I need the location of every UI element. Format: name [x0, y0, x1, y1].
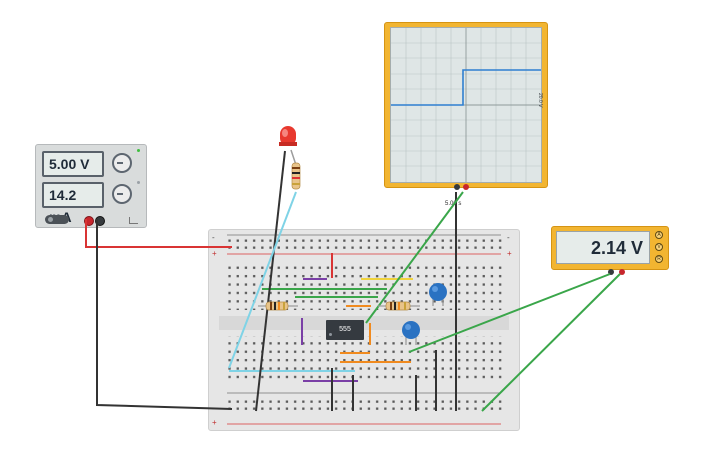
rail-plus-label-bottom: + [212, 418, 217, 427]
cc-indicator-icon [137, 181, 140, 184]
cv-indicator-icon [137, 149, 140, 152]
scope-probe-positive-icon[interactable] [463, 184, 469, 190]
power-supply[interactable]: 5.00 V 14.2 mA [35, 144, 147, 228]
black-supply-wire [96, 219, 233, 410]
positive-terminal-icon[interactable] [84, 216, 94, 226]
multimeter[interactable]: 2.14 V A V R [551, 226, 669, 275]
red-supply-wire [85, 219, 232, 248]
led-lead-black [255, 150, 286, 412]
mode-button-amps[interactable]: A [655, 231, 663, 239]
power-switch-button[interactable] [45, 215, 69, 224]
rail-minus-label: - [212, 233, 215, 242]
rail-plus-label-right: + [507, 249, 512, 258]
scope-probe-negative-icon[interactable] [454, 184, 460, 190]
meter-green-probe-1 [408, 273, 611, 353]
oscilloscope-trace [391, 69, 541, 106]
voltage-display: 5.00 V [42, 151, 104, 177]
chip-notch-icon [329, 333, 332, 336]
mode-button-ohms[interactable]: R [655, 255, 663, 263]
voltage-knob-icon[interactable] [112, 153, 132, 173]
oscilloscope[interactable]: 20.0 V 5.00 s [384, 22, 548, 207]
rail-plus-label: + [212, 249, 217, 258]
resistor-vertical-icon [291, 162, 301, 190]
meter-probe-positive-icon[interactable] [619, 269, 625, 275]
mode-button-volts[interactable]: V [655, 243, 663, 251]
capacitor-upper-icon [429, 283, 447, 306]
multimeter-display: 2.14 V [556, 231, 650, 264]
resistor-left-icon [258, 301, 298, 311]
timer-chip-555[interactable]: 555 [326, 320, 364, 340]
led-lead-cyan [228, 191, 297, 369]
meter-green-probe-2 [481, 273, 621, 412]
chip-label: 555 [339, 326, 351, 333]
current-knob-icon[interactable] [112, 184, 132, 204]
volts-per-div-label: 20.0 V [537, 93, 543, 108]
oscilloscope-screen [390, 27, 542, 183]
meter-probe-negative-icon[interactable] [608, 269, 614, 275]
negative-terminal-icon[interactable] [95, 216, 105, 226]
capacitor-lower-icon [402, 321, 420, 345]
led-icon [279, 126, 297, 146]
oscilloscope-grid [391, 28, 541, 182]
rail-minus-label-right: - [507, 233, 510, 242]
ground-symbol-icon [129, 217, 138, 224]
resistor-right-icon [378, 301, 420, 311]
scope-green-probe [365, 191, 464, 324]
